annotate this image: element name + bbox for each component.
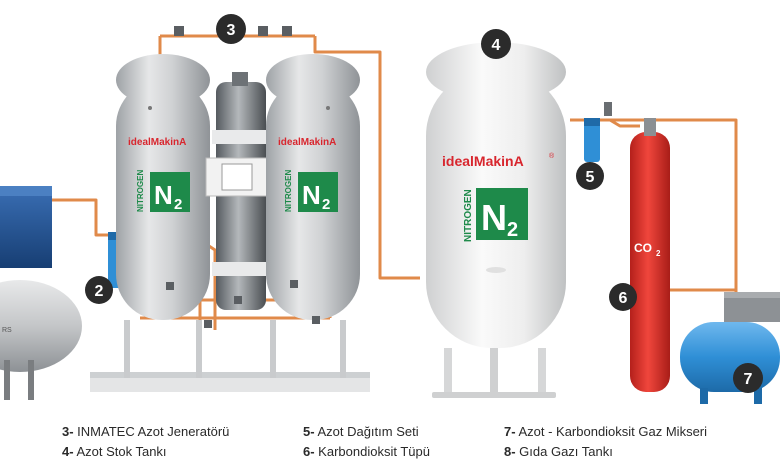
legend-number: 6-	[303, 444, 315, 459]
badge-number: 3	[227, 22, 236, 39]
food-gas-tank	[680, 322, 780, 404]
gas-mixer	[724, 292, 780, 322]
legend-number: 7-	[504, 424, 516, 439]
badge-4: 4	[481, 29, 511, 59]
legend-number: 5-	[303, 424, 315, 439]
registered-mark: ®	[549, 152, 555, 160]
legend-item-3: 3- INMATEC Azot Jeneratörü	[62, 424, 229, 439]
badge-7: 7	[733, 363, 763, 393]
compressor-brand-text: RS	[2, 327, 12, 334]
legend-item-5: 5- Azot Dağıtım Seti	[303, 424, 419, 439]
legend-number: 4-	[62, 444, 74, 459]
legend-item-6: 6- Karbondioksit Tüpü	[303, 444, 430, 459]
badge-3: 3	[216, 14, 246, 44]
nitrogen-vertical-label: NITROGEN	[284, 170, 293, 212]
badge-5: 5	[576, 162, 604, 190]
legend-text: Karbondioksit Tüpü	[314, 444, 430, 459]
n2-subscript: 2	[322, 196, 330, 213]
badge-number: 4	[492, 37, 501, 54]
legend: 3- INMATEC Azot Jeneratörü 4- Azot Stok …	[0, 424, 780, 470]
legend-item-7: 7- Azot - Karbondioksit Gaz Mikseri	[504, 424, 707, 439]
n2-label-right: N 2 NITROGEN	[284, 170, 338, 213]
legend-text: INMATEC Azot Jeneratörü	[73, 424, 230, 439]
n2-subscript: 2	[174, 196, 182, 213]
badge-number: 2	[95, 283, 104, 300]
logo-text: idealMakinA	[128, 137, 186, 148]
nitrogen-storage-tank: idealMakinA ® N 2 NITROGEN	[426, 42, 566, 398]
logo-text: idealMakinA	[442, 153, 524, 169]
generator-central-column	[205, 72, 270, 310]
air-compressor: RS	[0, 186, 82, 400]
legend-text: Azot Stok Tankı	[73, 444, 167, 459]
nitrogen-distribution-set	[584, 102, 612, 162]
badge-number: 6	[619, 290, 628, 307]
legend-number: 8-	[504, 444, 516, 459]
co2-symbol: CO	[634, 241, 652, 255]
logo-tank-right: idealMakinA	[278, 137, 336, 148]
logo-tank-left: idealMakinA	[128, 137, 186, 148]
legend-item-4: 4- Azot Stok Tankı	[62, 444, 167, 459]
logo-text: idealMakinA	[278, 137, 336, 148]
badge-2: 2	[85, 276, 113, 304]
n2-subscript: 2	[507, 219, 518, 241]
n2-symbol: N	[154, 180, 173, 210]
badge-number: 5	[586, 169, 595, 186]
nitrogen-vertical-label: NITROGEN	[136, 170, 145, 212]
legend-item-8: 8- Gıda Gazı Tankı	[504, 444, 613, 459]
n2-symbol: N	[481, 197, 507, 238]
n2-symbol: N	[302, 180, 321, 210]
legend-text: Gıda Gazı Tankı	[515, 444, 613, 459]
legend-number: 3-	[62, 424, 74, 439]
nitrogen-vertical-label: NITROGEN	[463, 189, 474, 242]
legend-text: Azot - Karbondioksit Gaz Mikseri	[515, 424, 708, 439]
n2-label-left: N 2 NITROGEN	[136, 170, 190, 213]
co2-subscript: 2	[656, 249, 661, 258]
valves	[166, 26, 320, 328]
generator-frame	[90, 320, 370, 392]
legend-text: Azot Dağıtım Seti	[314, 424, 419, 439]
badge-6: 6	[609, 283, 637, 311]
badge-number: 7	[744, 371, 753, 388]
co2-cylinder: CO 2	[630, 118, 670, 392]
